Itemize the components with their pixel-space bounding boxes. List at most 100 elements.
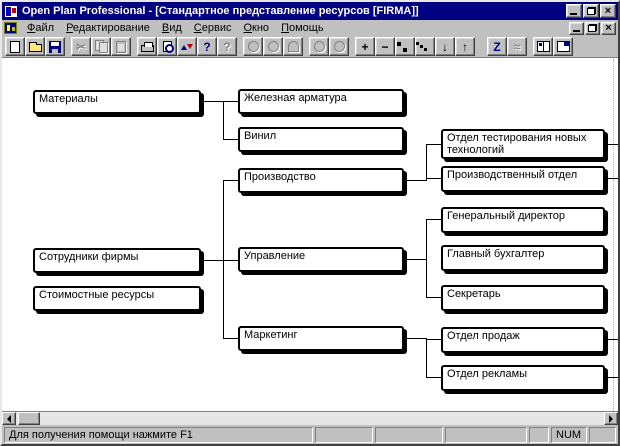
circle-icon [267,41,279,52]
context-help-icon: ? [223,39,231,54]
zigzag-icon: Z [493,39,501,54]
status-pane [529,427,549,443]
print-preview-icon [162,41,174,53]
minimize-button[interactable] [566,4,582,18]
status-pane [445,427,527,443]
printer-icon [140,42,154,52]
menu-window[interactable]: Окно [243,22,270,34]
print-button[interactable] [137,37,157,56]
import-export-button[interactable] [177,37,197,56]
cut-button[interactable]: ✂ [71,37,91,56]
window-controls: × [566,4,616,18]
toolbar-separator [2,57,618,59]
connector-line [201,101,238,102]
circle-icon [333,41,345,52]
status-pane [589,427,616,443]
menu-tools[interactable]: Сервис [193,22,232,34]
menu-help[interactable]: Помощь [281,22,324,34]
status-pane [315,427,373,443]
resource-circle-3-button[interactable] [309,37,329,56]
connector-line [426,219,441,220]
remove-button[interactable]: − [375,37,395,56]
scroll-right-button[interactable] [604,412,618,425]
chart-node[interactable]: Секретарь [441,285,605,311]
menu-file[interactable]: Файл [27,22,55,34]
move-up-button[interactable]: ↑ [455,37,475,56]
new-window-button[interactable] [553,37,573,56]
paste-icon [116,40,126,53]
menu-view[interactable]: Вид [161,22,182,34]
context-help-button[interactable]: ? [217,37,237,56]
chart-node[interactable]: Стоимостные ресурсы [33,286,201,311]
scroll-left-button[interactable] [2,412,16,425]
clipboard-group: ✂ [71,37,131,56]
connector-line [223,180,238,181]
scrollbar-thumb[interactable] [18,412,40,425]
copy-button[interactable] [91,37,111,56]
menu-edit[interactable]: Редактирование [66,22,150,34]
cut-icon: ✂ [75,39,87,54]
mdi-minimize-button[interactable] [569,21,584,35]
document-icon[interactable] [4,22,17,34]
paste-button[interactable] [111,37,131,56]
resource-circle-4-button[interactable] [329,37,349,56]
arrow-right-icon [609,414,617,423]
arch-icon [287,41,299,52]
open-button[interactable] [25,37,45,56]
connector-line [608,178,618,179]
chart-node[interactable]: Производство [238,168,404,193]
resource-group-1 [243,37,303,56]
close-button[interactable]: × [600,4,616,18]
chart-node[interactable]: Производственный отдел [441,166,605,192]
connector-line [426,144,441,145]
arrow-up-icon: ↑ [462,39,468,54]
zigzag-group: Z ≈ [487,37,527,56]
add-button[interactable]: + [355,37,375,56]
connector-line [426,297,441,298]
num-lock-indicator: NUM [551,427,587,443]
wave-button[interactable]: ≈ [507,37,527,56]
file-group [5,37,65,56]
toolbar: ✂ ? ? + − ↓ ↑ Z ≈ [2,36,618,57]
levels-button[interactable] [415,37,435,56]
wave-icon: ≈ [513,39,521,54]
restore-button[interactable] [583,4,599,18]
chart-node[interactable]: Сотрудники фирмы [33,248,201,273]
link-button[interactable] [395,37,415,56]
chart-node[interactable]: Отдел тестирования новых технологий [441,129,605,159]
help-icon: ? [203,39,211,54]
chart-node[interactable]: Управление [238,247,404,272]
mdi-restore-button[interactable] [585,21,600,35]
zigzag-button[interactable]: Z [487,37,507,56]
horizontal-scrollbar[interactable] [2,411,618,425]
restore-icon [586,7,596,15]
circle-icon [247,41,259,52]
chart-node[interactable]: Винил [238,127,404,152]
chart-node[interactable]: Отдел продаж [441,327,605,353]
chart-node[interactable]: Материалы [33,90,201,114]
chart-node[interactable]: Отдел рекламы [441,365,605,391]
chart-node[interactable]: Маркетинг [238,326,404,351]
chart-node[interactable]: Главный бухгалтер [441,245,605,271]
new-button[interactable] [5,37,25,56]
print-preview-button[interactable] [157,37,177,56]
move-down-button[interactable]: ↓ [435,37,455,56]
connector-line [201,260,238,261]
mdi-close-button[interactable]: × [601,21,616,35]
resource-circle-1-button[interactable] [243,37,263,56]
chart-node[interactable]: Железная арматура [238,89,404,114]
resource-circle-2-button[interactable] [263,37,283,56]
chart-node[interactable]: Генеральный директор [441,207,605,233]
help-button[interactable]: ? [197,37,217,56]
status-bar: Для получения помощи нажмите F1 NUM [2,425,618,444]
save-button[interactable] [45,37,65,56]
status-message: Для получения помощи нажмите F1 [4,427,313,443]
restore-icon [588,24,597,32]
split-window-button[interactable] [533,37,553,56]
connector-line [426,339,441,340]
minimize-icon [570,13,577,15]
resource-arch-button[interactable] [283,37,303,56]
app-icon[interactable] [4,4,18,18]
connector-line [223,101,224,140]
connector-line [404,180,426,181]
